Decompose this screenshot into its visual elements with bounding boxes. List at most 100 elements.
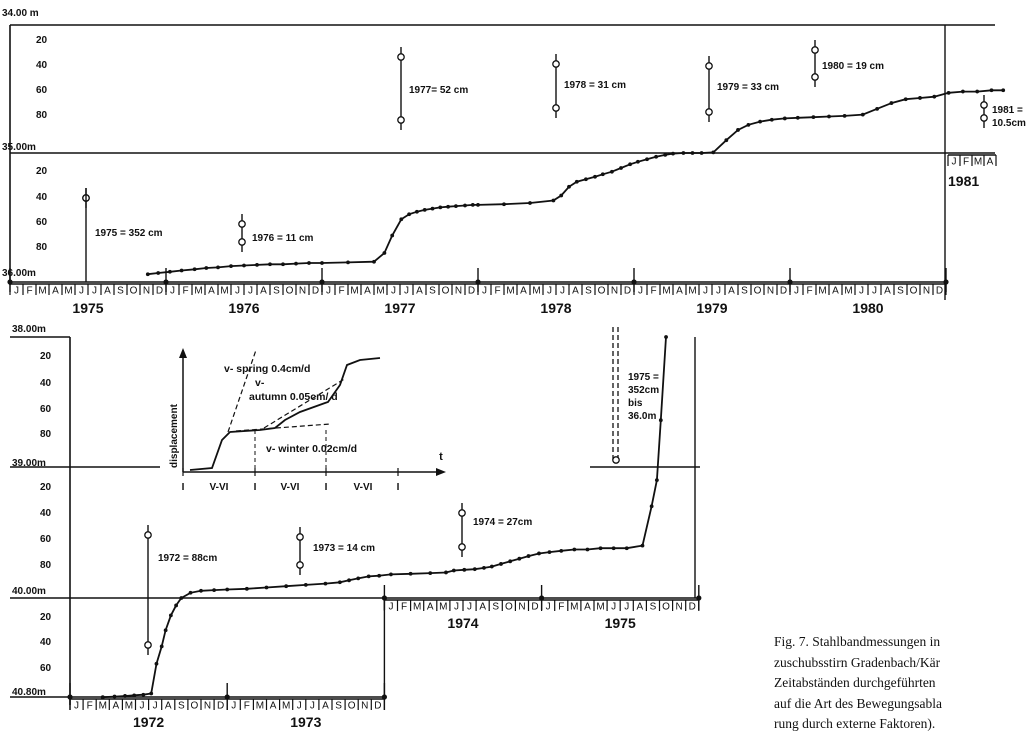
inset-annotation: v- winter 0.02cm/d xyxy=(266,443,357,455)
month-tick-label: J xyxy=(235,286,240,297)
annotation-label: 36.0m xyxy=(628,411,656,422)
month-tick-label: F xyxy=(244,701,250,712)
y-tick-label: 40 xyxy=(36,60,48,71)
data-point xyxy=(499,562,503,566)
month-tick-label: D xyxy=(217,701,224,712)
month-tick-label: F xyxy=(401,602,407,613)
data-point xyxy=(145,272,150,277)
y-tick-label: 60 xyxy=(40,404,52,415)
month-tick-label: F xyxy=(182,286,188,297)
month-tick-label: O xyxy=(348,701,356,712)
y-tick-label: 80 xyxy=(36,242,48,253)
month-tick-label: O xyxy=(598,286,606,297)
month-tick-label: J xyxy=(391,286,396,297)
y-tick-label: 39.00m xyxy=(12,458,46,469)
month-tick-label: M xyxy=(376,286,384,297)
data-point xyxy=(584,177,588,182)
data-point xyxy=(663,152,668,157)
year-label: 1976 xyxy=(228,300,259,316)
y-tick-label: 40.00m xyxy=(12,586,46,597)
year-dot xyxy=(67,694,73,700)
data-point xyxy=(628,162,632,167)
data-point xyxy=(482,565,486,570)
annotation-label: 1975 = xyxy=(628,372,659,383)
year-dot xyxy=(163,279,169,285)
month-tick-label: N xyxy=(923,286,930,297)
inset-arrow-right xyxy=(436,468,446,476)
data-point xyxy=(284,584,289,589)
month-tick-label: S xyxy=(650,602,657,613)
y-tick-label: 40 xyxy=(40,508,52,519)
month-tick-label: D xyxy=(468,286,475,297)
month-tick-label: M xyxy=(38,286,46,297)
inset-arrow-up xyxy=(179,348,187,358)
data-point xyxy=(382,251,387,255)
data-point xyxy=(724,138,729,143)
caption-line: auf die Art des Bewegungsabla xyxy=(774,695,942,711)
data-point xyxy=(199,588,203,593)
data-point xyxy=(611,546,616,551)
caption-line: Fig. 7. Stahlbandmessungen in xyxy=(774,634,941,649)
month-tick-label: F xyxy=(963,157,969,168)
marker-point xyxy=(811,46,819,54)
year-label: 1973 xyxy=(290,714,321,730)
data-point xyxy=(671,151,675,156)
month-tick-label: A xyxy=(728,286,735,297)
month-tick-label: J xyxy=(297,701,302,712)
data-point xyxy=(212,588,217,593)
annotation-label: 1979 = 33 cm xyxy=(717,82,779,93)
data-point xyxy=(372,259,376,264)
data-point xyxy=(268,262,272,267)
data-point xyxy=(551,198,556,203)
marker-point xyxy=(705,62,713,70)
data-point xyxy=(567,184,571,189)
data-point xyxy=(438,205,443,210)
marker-point xyxy=(612,456,620,464)
data-point xyxy=(526,554,531,558)
data-point xyxy=(472,567,477,572)
data-point xyxy=(547,550,552,555)
data-point xyxy=(508,559,513,564)
year-dot xyxy=(787,279,793,285)
month-tick-label: N xyxy=(204,701,211,712)
month-tick-label: M xyxy=(688,286,696,297)
data-point xyxy=(255,262,259,267)
data-point xyxy=(454,204,458,209)
month-tick-label: O xyxy=(286,286,294,297)
data-point xyxy=(179,596,184,600)
marker-point xyxy=(238,220,246,228)
data-point xyxy=(681,151,686,155)
data-point xyxy=(463,203,467,208)
month-tick-label: F xyxy=(26,286,32,297)
month-tick-label: A xyxy=(832,286,839,297)
data-point xyxy=(149,691,154,696)
month-tick-label: J xyxy=(310,701,315,712)
month-tick-label: M xyxy=(99,701,107,712)
data-point xyxy=(451,568,456,573)
month-tick-label: S xyxy=(492,602,499,613)
marker-point xyxy=(397,116,405,124)
annotation-label: 10.5cm xyxy=(992,118,1026,129)
y-tick-label: 20 xyxy=(36,35,48,46)
month-tick-label: N xyxy=(611,286,618,297)
year-label: 1981 xyxy=(948,173,979,189)
inset-tangent-spring xyxy=(227,349,257,433)
month-tick-label: S xyxy=(429,286,436,297)
month-tick-label: J xyxy=(560,286,565,297)
data-point xyxy=(918,96,922,100)
data-point xyxy=(163,628,168,633)
month-tick-label: J xyxy=(231,701,236,712)
month-tick-label: J xyxy=(92,286,97,297)
month-tick-label: M xyxy=(413,602,421,613)
annotation-label: 1976 = 11 cm xyxy=(252,233,314,244)
month-tick-label: M xyxy=(220,286,228,297)
month-tick-label: J xyxy=(611,602,616,613)
data-point xyxy=(430,206,435,211)
annotation-label: 1973 = 14 cm xyxy=(313,543,375,554)
month-tick-label: F xyxy=(338,286,344,297)
data-point xyxy=(600,172,605,177)
data-point xyxy=(320,261,324,265)
annotation-label: 1977= 52 cm xyxy=(409,85,468,96)
marker-point xyxy=(980,114,988,122)
